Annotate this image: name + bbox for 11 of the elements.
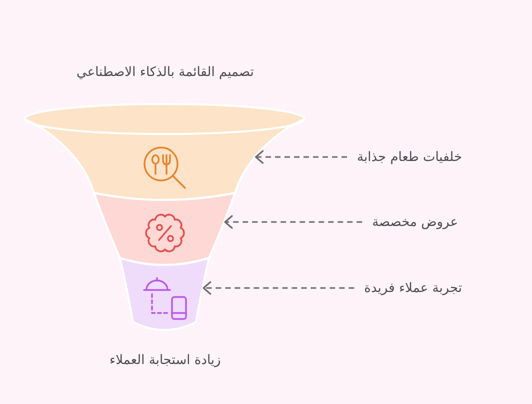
callout-text: خلفيات طعام جذابة — [357, 148, 462, 166]
title: تصميم القائمة بالذكاء الاصطناعي — [76, 64, 254, 80]
leader-arrow — [255, 150, 347, 164]
funnel-section — [119, 257, 210, 331]
funnel-section — [93, 192, 236, 266]
callout-text: تجربة عملاء فريدة — [364, 280, 462, 296]
callout-text: عروض مخصصة — [372, 214, 458, 230]
leader-arrow — [202, 281, 354, 295]
outcome-label: زيادة استجابة العملاء — [110, 352, 221, 368]
funnel-section — [23, 103, 305, 201]
leader-arrow — [224, 215, 362, 229]
